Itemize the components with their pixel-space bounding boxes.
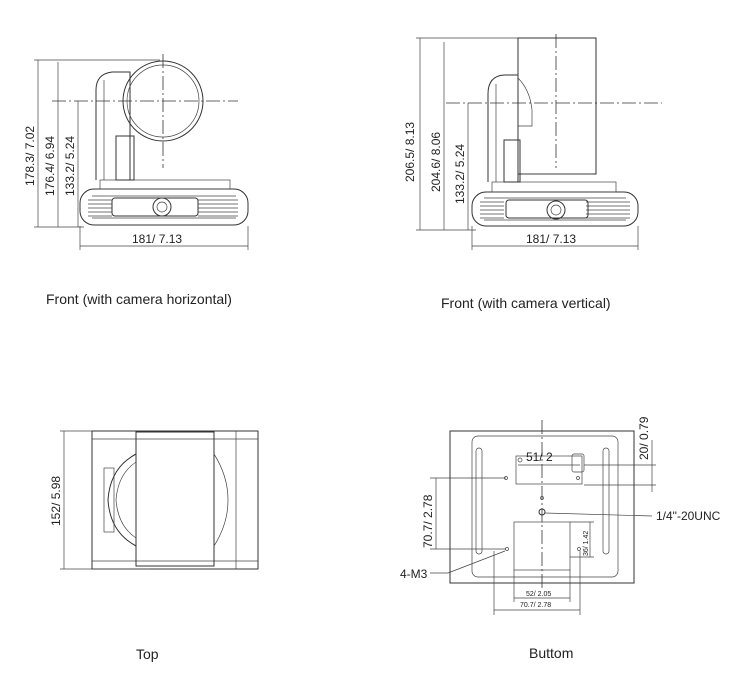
front-v-width: 181/ 7.13 <box>526 232 576 246</box>
front-v-height-total: 206.5/ 8.13 <box>403 122 417 182</box>
bottom-tripod-thread: 1/4"-20UNC <box>656 509 721 523</box>
bottom-slot-height: 36/ 1.42 <box>583 531 590 556</box>
front-vertical-view: 206.5/ 8.13 204.6/ 8.06 133.2/ 5.24 181/… <box>403 34 662 250</box>
caption-bottom: Buttom <box>529 645 574 661</box>
bottom-hole-spacing-left: 70.7/ 2.78 <box>421 494 435 548</box>
caption-front-vertical: Front (with camera vertical) <box>441 295 611 311</box>
front-horizontal-view: 178.3/ 7.02 176.4/ 6.94 133.2/ 5.24 181/… <box>23 54 249 250</box>
front-v-height-axis: 133.2/ 5.24 <box>453 144 467 204</box>
top-view: 152/ 5.98 <box>49 430 259 570</box>
front-h-height-mid: 176.4/ 6.94 <box>43 136 57 196</box>
caption-front-horizontal: Front (with camera horizontal) <box>46 291 232 307</box>
front-v-height-mid: 204.6/ 8.06 <box>429 132 443 192</box>
top-depth: 152/ 5.98 <box>49 476 63 526</box>
bottom-slot-width: 52/ 2.05 <box>526 591 551 598</box>
front-h-height-total: 178.3/ 7.02 <box>23 126 37 186</box>
bottom-hole-spacing-top: 51/ 2 <box>526 450 553 464</box>
front-h-height-axis: 133.2/ 5.24 <box>63 136 77 196</box>
caption-top: Top <box>136 646 159 662</box>
bottom-hole-spacing-bottom: 70.7/ 2.78 <box>520 602 551 609</box>
bottom-screw-holes: 4-M3 <box>400 567 428 581</box>
bottom-view: 51/ 2 20/ 0.79 70.7/ 2.78 1/4"-20UNC 4-M… <box>400 416 721 615</box>
bottom-offset-right: 20/ 0.79 <box>637 416 651 460</box>
front-h-width: 181/ 7.13 <box>132 232 182 246</box>
